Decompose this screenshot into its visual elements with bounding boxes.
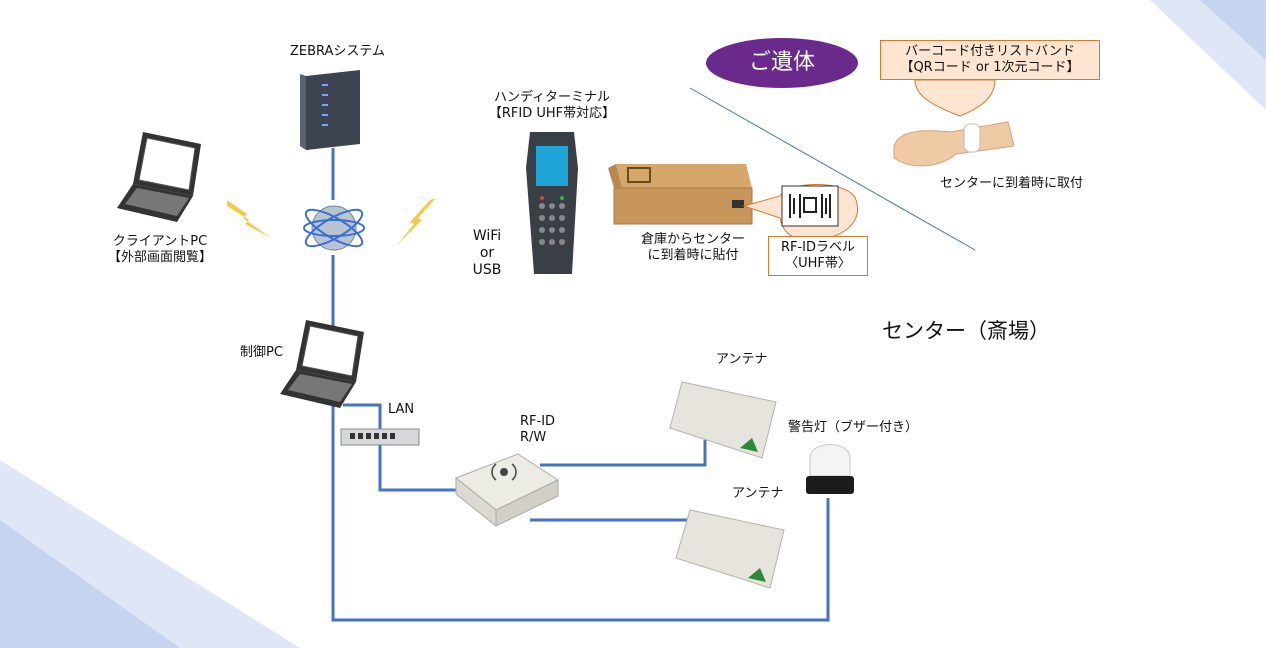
globe-network-icon [303, 205, 365, 251]
cardboard-box-icon [608, 164, 753, 225]
client-pc-label: クライアントPC 【外部画面閲覧】 [90, 234, 230, 266]
lan-switch-icon [340, 428, 420, 446]
or-label: or [479, 245, 495, 261]
antenna-bottom-icon [675, 509, 785, 589]
deceased-oval: ご遺体 [706, 38, 858, 88]
antenna-top-icon [669, 381, 777, 459]
lan-label: LAN [388, 402, 415, 417]
zebra-system-label: ZEBRAシステム [290, 44, 386, 59]
lightning-icon-right [396, 198, 436, 246]
antenna-bottom-label: アンテナ [732, 486, 784, 501]
warehouse-note-line1: 倉庫からセンター [640, 232, 745, 247]
rfid-rw-line2: R/W [520, 430, 547, 445]
attach-on-arrival-label: センターに到着時に取付 [940, 176, 1084, 191]
handy-terminal-icon [526, 132, 578, 274]
rfid-label-line1: RF-IDラベル [780, 240, 856, 255]
wifi-label: WiFi [472, 228, 502, 244]
rfid-rw-line1: RF-ID [520, 414, 556, 429]
control-pc-label: 制御PC [240, 345, 283, 360]
lightning-icon-left [227, 200, 271, 238]
usb-label: USB [472, 262, 502, 278]
center-venue-label: センター（斎場） [882, 319, 1050, 343]
client-laptop-icon [117, 132, 201, 222]
rfid-label-box: RF-IDラベル 〈UHF帯〉 [768, 236, 868, 276]
server-icon [300, 70, 360, 150]
rfid-rw-label: RF-ID R/W [520, 414, 555, 446]
warning-light-icon [806, 444, 854, 494]
warehouse-note: 倉庫からセンター に到着時に貼付 [628, 232, 758, 264]
rfid-reader-icon [455, 453, 560, 528]
wristband-callout-pointer [914, 79, 996, 117]
warehouse-note-line2: に到着時に貼付 [647, 248, 739, 263]
antenna-top-label: アンテナ [716, 352, 768, 367]
handy-terminal-label-line2: 【RFID UHF帯対応】 [488, 106, 616, 121]
control-laptop-icon [280, 320, 364, 408]
wristband-line1: バーコード付きリストバンド [905, 44, 1075, 59]
handy-terminal-label-line1: ハンディターミナル [493, 90, 611, 105]
wristband-line2: 【QRコード or 1次元コード】 [900, 60, 1080, 75]
rfid-label-line2: 〈UHF帯〉 [785, 256, 851, 271]
wristband-box: バーコード付きリストバンド 【QRコード or 1次元コード】 [880, 40, 1100, 80]
client-pc-label-line2: 【外部画面閲覧】 [107, 250, 212, 265]
client-pc-label-line1: クライアントPC [112, 234, 208, 249]
handy-terminal-label: ハンディターミナル 【RFID UHF帯対応】 [472, 90, 632, 122]
hand-wristband-icon [893, 121, 1015, 167]
warning-light-label: 警告灯（ブザー付き） [788, 420, 919, 435]
wifi-usb-label: WiFi or USB [462, 228, 512, 279]
rfid-label-callout-bg [742, 184, 858, 241]
